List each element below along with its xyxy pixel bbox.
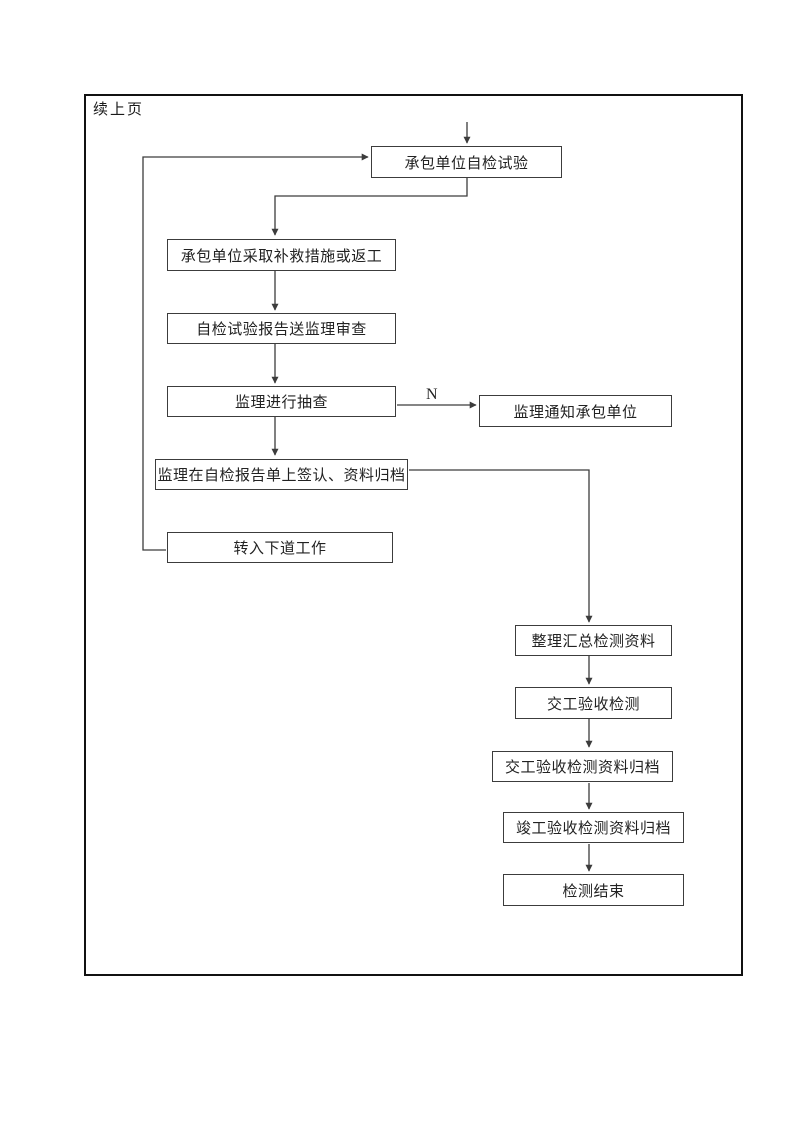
- node-summarize-test-data: 整理汇总检测资料: [515, 625, 672, 656]
- node-supervisor-spot-check: 监理进行抽查: [167, 386, 396, 417]
- edge-sign-archive-to-summarize: [409, 469, 593, 623]
- node-contractor-remedial-or-rework: 承包单位采取补救措施或返工: [167, 239, 396, 271]
- node-supervisor-signs-and-archives: 监理在自检报告单上签认、资料归档: [155, 459, 408, 490]
- branch-label-n: N: [426, 386, 438, 403]
- node-completion-test-data-archive: 竣工验收检测资料归档: [503, 812, 684, 843]
- node-self-test-report-to-supervisor: 自检试验报告送监理审查: [167, 313, 396, 344]
- node-supervisor-notifies-contractor: 监理通知承包单位: [479, 395, 672, 427]
- edge-next-work-loop-to-self-test: [142, 153, 369, 551]
- node-move-to-next-work: 转入下道工作: [167, 532, 393, 563]
- edge-self-test-to-remedial: [271, 178, 468, 236]
- node-test-end: 检测结束: [503, 874, 684, 906]
- continued-from-previous-page-label: 续上页: [93, 102, 145, 118]
- node-handover-acceptance-test: 交工验收检测: [515, 687, 672, 719]
- node-contractor-self-test: 承包单位自检试验: [371, 146, 562, 178]
- node-handover-test-data-archive: 交工验收检测资料归档: [492, 751, 673, 782]
